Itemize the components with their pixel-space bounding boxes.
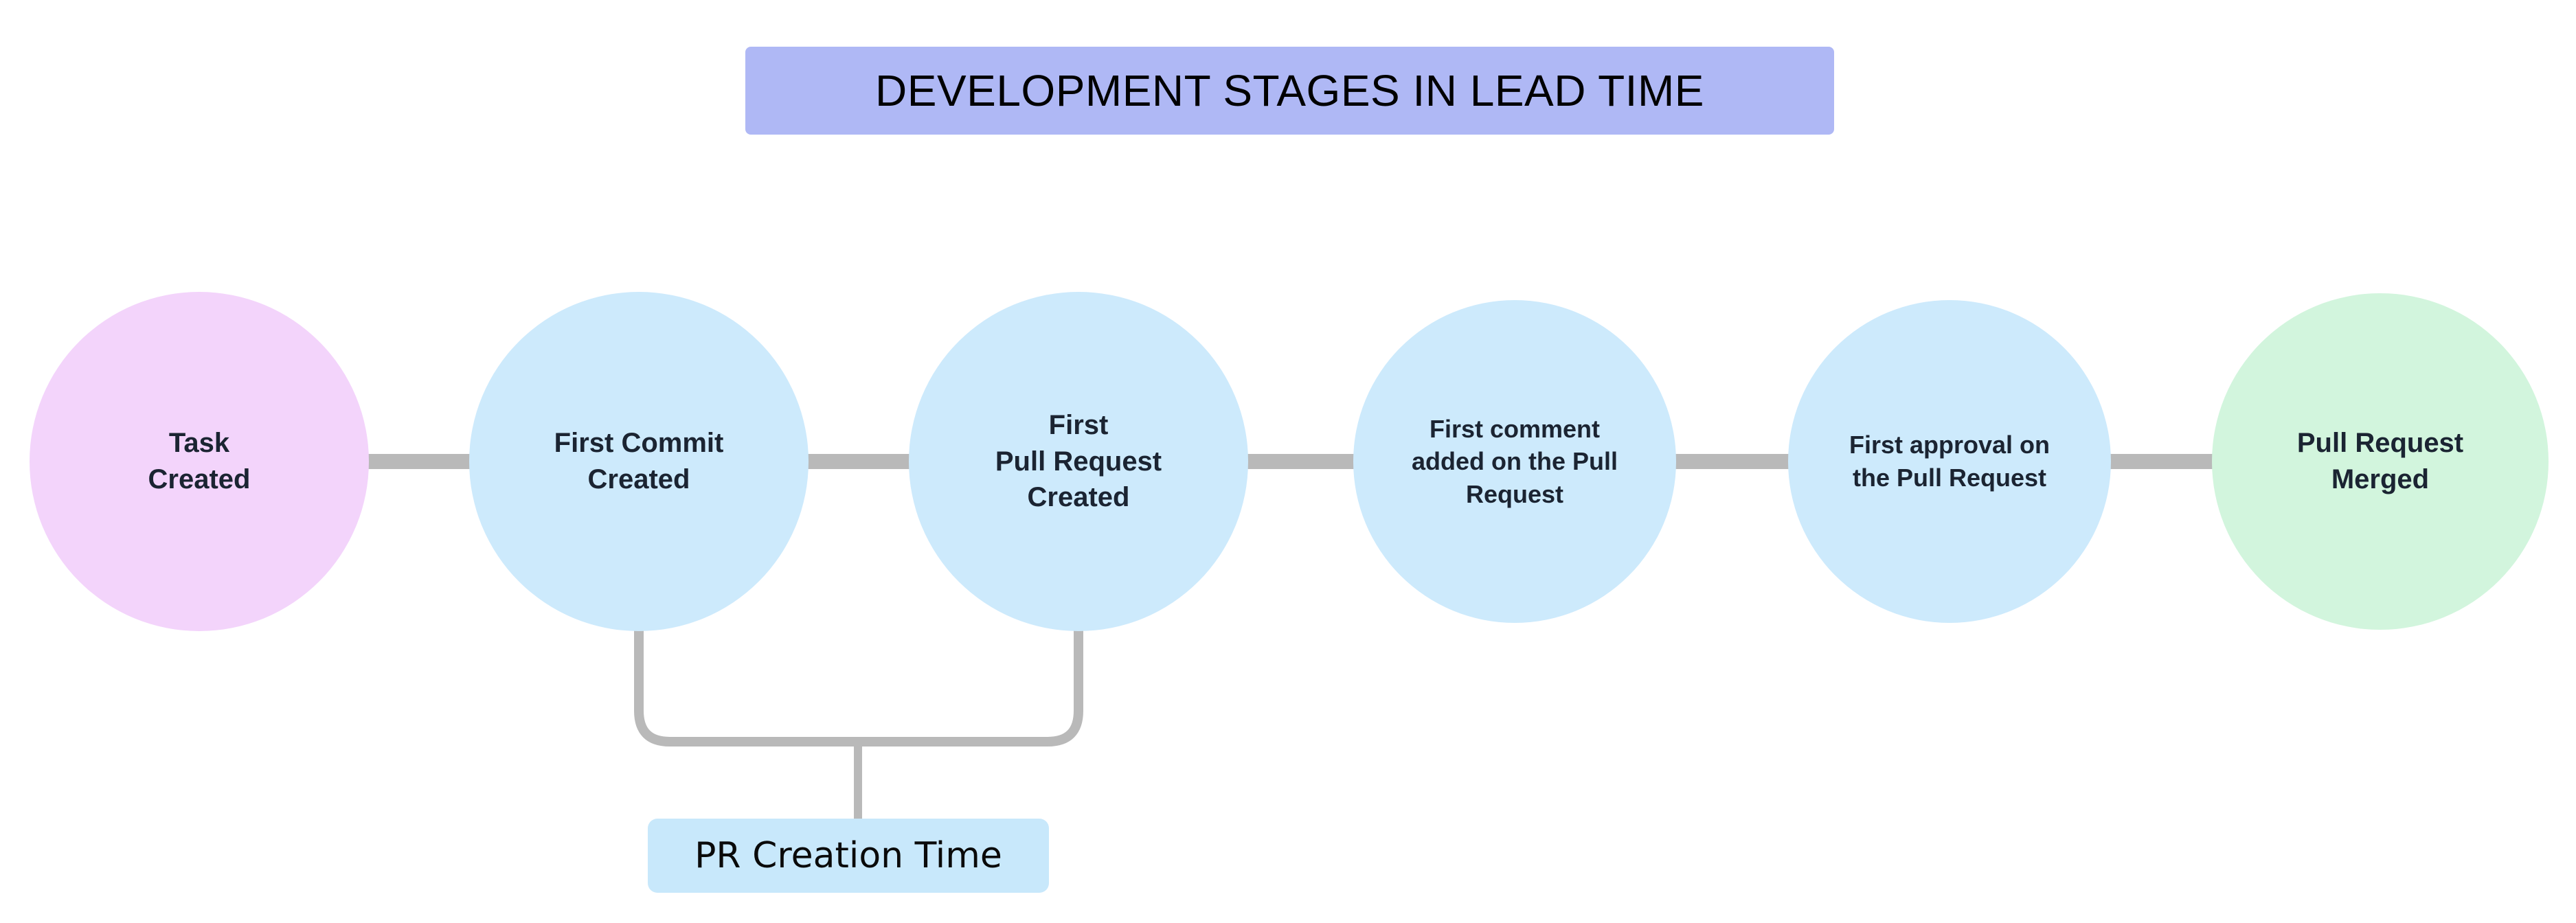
stage-label-first-comment-added: First comment added on the Pull Request bbox=[1411, 414, 1618, 508]
stage-node-first-comment-added[interactable]: First comment added on the Pull Request bbox=[1353, 300, 1676, 623]
annotation-pr-creation-time[interactable]: PR Creation Time bbox=[648, 819, 1049, 893]
annotation-label: PR Creation Time bbox=[694, 835, 1002, 876]
stage-node-pull-request-merged[interactable]: Pull Request Merged bbox=[2212, 293, 2549, 630]
stage-node-first-approval[interactable]: First approval on the Pull Request bbox=[1788, 300, 2111, 623]
annotation-bracket bbox=[634, 629, 1083, 747]
stage-label-first-approval: First approval on the Pull Request bbox=[1849, 431, 2050, 492]
stage-label-first-commit-created: First Commit Created bbox=[554, 428, 724, 494]
page-title: DEVELOPMENT STAGES IN LEAD TIME bbox=[875, 66, 1704, 115]
stage-node-first-commit-created[interactable]: First Commit Created bbox=[469, 292, 809, 631]
stage-node-task-created[interactable]: Task Created bbox=[30, 292, 369, 631]
stage-label-pull-request-merged: Pull Request Merged bbox=[2296, 428, 2464, 494]
diagram-title-banner: DEVELOPMENT STAGES IN LEAD TIME bbox=[745, 47, 1834, 135]
stage-label-first-pull-request-created: First Pull Request Created bbox=[995, 409, 1162, 513]
stage-node-first-pull-request-created[interactable]: First Pull Request Created bbox=[909, 292, 1248, 631]
stage-label-task-created: Task Created bbox=[148, 428, 251, 494]
